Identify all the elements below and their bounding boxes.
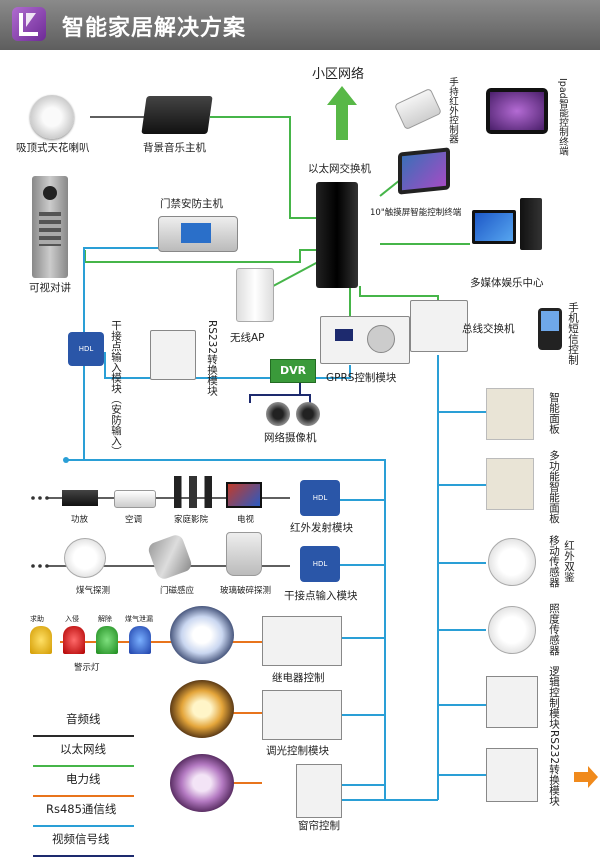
gprs-label: GPRS控制模块 xyxy=(326,372,397,384)
bg-music-label: 背景音乐主机 xyxy=(143,142,206,154)
relay-label: 继电器控制 xyxy=(272,672,325,684)
ethernet-switch-label: 以太网交换机 xyxy=(308,163,371,175)
community-network-label: 小区网络 xyxy=(312,67,365,82)
home-theater-label: 家庭影院 xyxy=(174,515,209,525)
touch-screen-icon xyxy=(398,147,450,195)
door-host-icon xyxy=(158,216,238,252)
camera-icon xyxy=(296,402,320,426)
bus-switch-label: 总线交换机 xyxy=(462,323,515,335)
smart-panel-label: 智能面板 xyxy=(548,392,560,434)
alarm-light-label: 警示灯 xyxy=(74,663,100,673)
ac-label: 空调 xyxy=(125,515,143,525)
motion-sensor-label: 移动传感器 xyxy=(548,535,560,588)
multi-panel-icon xyxy=(486,458,534,510)
alarm-state-intrusion: 入侵 xyxy=(65,615,79,623)
wireless-ap-icon xyxy=(236,268,274,322)
wireless-ap-label: 无线AP xyxy=(230,332,265,344)
intercom-icon xyxy=(32,176,68,278)
ir-remote-label: 手持红外控制器 xyxy=(447,77,458,144)
rs232-right-label: RS232转换模块 xyxy=(548,730,560,807)
door-sensor-label: 门磁感应 xyxy=(160,586,195,596)
alarm-light-intrusion-icon xyxy=(63,626,85,654)
ceiling-speaker-icon xyxy=(30,95,74,139)
home-theater-icon xyxy=(174,476,212,508)
dvr-box: DVR xyxy=(270,359,316,383)
dimmer-module-icon xyxy=(262,690,342,740)
door-host-label: 门禁安防主机 xyxy=(160,198,223,210)
pc-tower-icon xyxy=(520,198,542,250)
glass-break-label: 玻璃破碎探测 xyxy=(220,586,272,596)
fluorescent-light-icon xyxy=(170,606,234,664)
amp-label: 功放 xyxy=(71,515,89,525)
dry-contact-security-label: 干接点输入模块（安防输入） xyxy=(110,320,122,457)
smart-panel-icon xyxy=(486,388,534,440)
ac-icon xyxy=(114,490,156,508)
multi-panel-label: 多功能智能面板 xyxy=(548,450,560,524)
alarm-state-clear: 解除 xyxy=(98,615,112,623)
ceiling-speaker-label: 吸顶式天花喇叭 xyxy=(16,142,90,154)
rs232-module-icon xyxy=(150,330,196,380)
alarm-state-help: 求助 xyxy=(30,615,44,623)
ipad-icon xyxy=(486,88,548,134)
alarm-light-help-icon xyxy=(30,626,52,654)
legend-video-label: 视频信号线 xyxy=(52,832,110,846)
tv-label: 电视 xyxy=(237,515,255,525)
bus-switch-icon xyxy=(410,300,468,352)
dimmer-label: 调光控制模块 xyxy=(266,745,329,757)
dry-contact-module-icon: HDL xyxy=(300,546,340,582)
lux-sensor-label: 照度传感器 xyxy=(548,603,560,656)
chandelier-icon xyxy=(170,680,234,738)
alarm-state-gas: 煤气泄漏 xyxy=(125,615,153,623)
logic-module-icon xyxy=(486,676,538,728)
legend-lines xyxy=(33,735,134,857)
legend-power-label: 电力线 xyxy=(66,772,101,786)
mobile-phone-icon xyxy=(538,308,562,350)
monitor-icon xyxy=(472,210,516,244)
community-network-arrow xyxy=(327,86,357,140)
motion-sensor-icon xyxy=(488,538,536,586)
bg-music-host-icon xyxy=(141,96,213,134)
curtain-module-icon xyxy=(296,764,342,818)
tv-icon xyxy=(226,482,262,508)
amplifier-icon xyxy=(62,490,98,506)
lux-sensor-icon xyxy=(488,606,536,654)
legend-ethernet-label: 以太网线 xyxy=(60,742,106,756)
legend-audio-label: 音频线 xyxy=(66,712,101,726)
touch-screen-label: 10"触摸屏智能控制终端 xyxy=(370,208,462,218)
logic-module-label: 逻辑控制模块 xyxy=(548,666,560,729)
alarm-light-clear-icon xyxy=(96,626,118,654)
network-camera-label: 网络摄像机 xyxy=(264,432,317,444)
alarm-light-gas-icon xyxy=(129,626,151,654)
gprs-module-icon xyxy=(320,316,410,364)
camera-icon xyxy=(266,402,290,426)
ethernet-switch-icon xyxy=(316,182,358,288)
header-bar: 智能家居解决方案 xyxy=(0,0,600,50)
ipad-label: Ipad智能控制终端 xyxy=(557,78,568,156)
curtain-icon xyxy=(170,754,234,812)
rs232-label: RS232转换模块 xyxy=(206,320,218,397)
ir-dual-label: 红外双鉴 xyxy=(563,540,575,582)
intercom-label: 可视对讲 xyxy=(29,282,71,294)
glass-break-icon xyxy=(226,532,262,576)
rs232-right-module-icon xyxy=(486,748,538,802)
multimedia-label: 多媒体娱乐中心 xyxy=(470,277,544,289)
gas-detector-icon xyxy=(64,538,106,578)
sms-label: 手机短信控制 xyxy=(567,302,579,365)
dry-contact-label: 干接点输入模块 xyxy=(284,590,358,602)
curtain-label: 窗帘控制 xyxy=(298,820,340,832)
ir-emitter-label: 红外发射模块 xyxy=(290,522,353,534)
video-lines xyxy=(249,383,311,403)
relay-module-icon xyxy=(262,616,342,666)
dry-contact-security-module-icon: HDL xyxy=(68,332,104,366)
continue-arrow-icon xyxy=(574,766,598,788)
page-title: 智能家居解决方案 xyxy=(62,16,247,41)
gas-label: 煤气探测 xyxy=(76,586,111,596)
logo-icon xyxy=(12,7,46,41)
ir-emitter-module-icon: HDL xyxy=(300,480,340,516)
legend-rs485-label: Rs485通信线 xyxy=(46,802,117,816)
